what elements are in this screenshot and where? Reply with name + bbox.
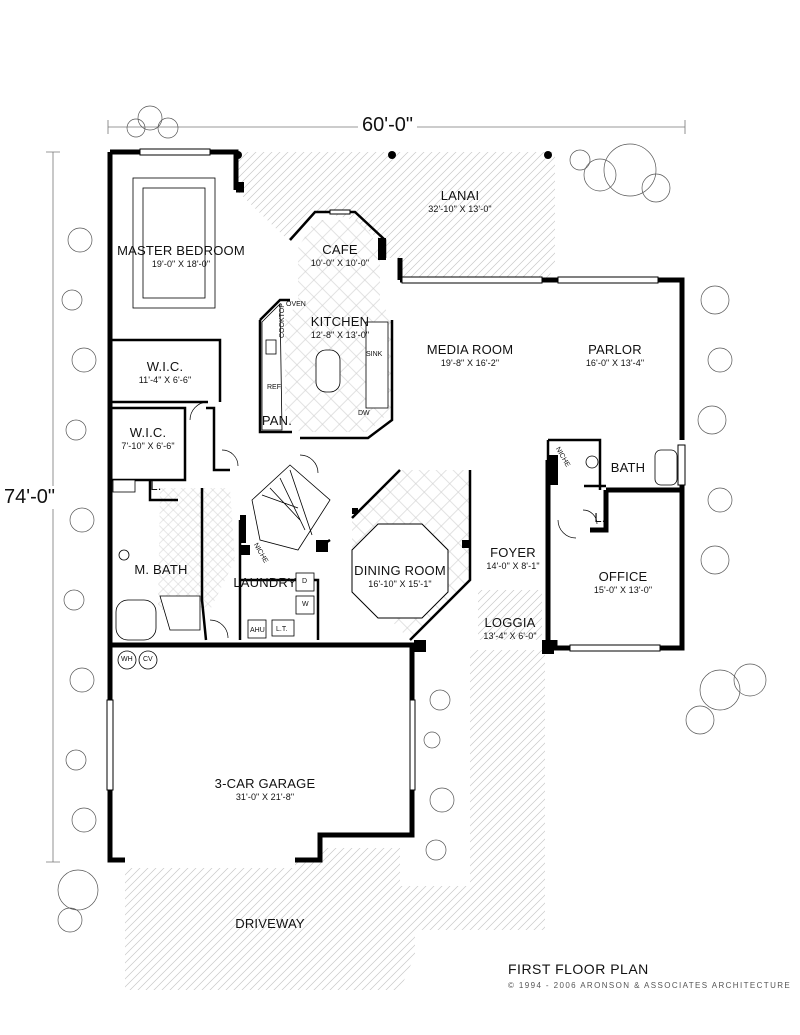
width-dimension: 60'-0" <box>358 114 417 137</box>
room-size: 11'-4" X 6'-6" <box>138 374 192 385</box>
room-name: KITCHEN <box>310 314 370 329</box>
master-bath-fixtures <box>112 479 201 641</box>
room-name: MASTER BEDROOM <box>117 243 245 258</box>
fixture-laundry-tub: L.T. <box>276 626 288 633</box>
kitchen-island <box>315 349 341 393</box>
room-linen-1: L. <box>146 478 166 494</box>
laundry-appliances <box>247 572 315 639</box>
room-name: PARLOR <box>588 342 642 357</box>
room-name: FOYER <box>490 545 536 560</box>
room-parlor: PARLOR 16'-0" X 13'-4" <box>570 342 660 368</box>
room-name: L. <box>150 478 162 493</box>
fixture-cv: CV <box>143 656 153 663</box>
room-office: OFFICE 15'-0" X 13'-0" <box>578 569 668 595</box>
room-name: M. BATH <box>134 562 188 577</box>
dining-table <box>351 523 449 619</box>
fixture-water-heater: WH <box>121 656 133 663</box>
room-name: DINING ROOM <box>354 563 446 578</box>
copyright: © 1994 - 2006 ARONSON & ASSOCIATES ARCHI… <box>508 981 792 990</box>
door-swings <box>189 401 598 639</box>
fixture-ahu: AHU <box>250 627 265 634</box>
room-size: 10'-0" X 10'-0" <box>310 257 370 268</box>
fixture-oven: OVEN <box>286 301 306 308</box>
room-size: 19'-0" X 18'-0" <box>151 258 211 269</box>
windows <box>106 148 686 791</box>
loggia-paving <box>478 590 542 640</box>
room-wic-1: W.I.C. 11'-4" X 6'-6" <box>125 359 205 385</box>
room-size: 13'-4" X 6'-0" <box>483 630 537 641</box>
room-pantry: PAN. <box>261 413 293 429</box>
room-size: 7'-10" X 6'-6" <box>121 440 175 451</box>
depth-dimension: 74'-0" <box>0 486 59 509</box>
bath-tile <box>158 488 235 610</box>
room-linen-2: L. <box>590 510 610 526</box>
fixture-cooktop: COOKTOP <box>279 303 286 338</box>
room-size: 32'-10" X 13'-0" <box>428 203 492 214</box>
bath-fixtures <box>585 449 678 486</box>
room-foyer: FOYER 14'-0" X 8'-1" <box>473 545 553 571</box>
room-media: MEDIA ROOM 19'-8" X 16'-2" <box>420 342 520 368</box>
room-master-bedroom: MASTER BEDROOM 19'-0" X 18'-0" <box>116 243 246 269</box>
driveway-paving <box>125 650 545 990</box>
kitchen-counters <box>261 303 389 431</box>
staircase <box>251 464 331 551</box>
room-size: 15'-0" X 13'-0" <box>593 584 653 595</box>
room-cafe: CAFE 10'-0" X 10'-0" <box>295 242 385 268</box>
fixture-washer: W <box>302 601 309 608</box>
room-kitchen: KITCHEN 12'-8" X 13'-0" <box>300 314 380 340</box>
room-loggia: LOGGIA 13'-4" X 6'-0" <box>470 615 550 641</box>
room-laundry: LAUNDRY <box>230 575 300 591</box>
room-garage: 3-CAR GARAGE 31'-0" X 21'-8" <box>205 776 325 802</box>
room-name: LAUNDRY <box>233 575 297 590</box>
room-size: 16'-10" X 15'-1" <box>368 578 432 589</box>
room-size: 12'-8" X 13'-0" <box>310 329 370 340</box>
room-size: 14'-0" X 8'-1" <box>486 560 540 571</box>
fixture-ref: REF. <box>267 384 283 391</box>
room-name: W.I.C. <box>129 425 167 440</box>
landscaping <box>57 105 767 933</box>
lanai-paving <box>238 152 555 280</box>
garage-utilities <box>117 650 158 670</box>
fixture-niche-1: NICHE <box>251 542 269 565</box>
room-name: LANAI <box>440 188 480 203</box>
fixture-dryer: D <box>302 578 308 585</box>
room-wic-2: W.I.C. 7'-10" X 6'-6" <box>112 425 184 451</box>
fixture-niche-2: NICHE <box>553 446 571 469</box>
fixture-sink: SINK <box>366 351 383 358</box>
room-name: L. <box>594 510 606 525</box>
room-name: W.I.C. <box>146 359 184 374</box>
room-name: PAN. <box>261 413 293 428</box>
room-m-bath: M. BATH <box>126 562 196 578</box>
room-size: 31'-0" X 21'-8" <box>235 791 295 802</box>
room-size: 16'-0" X 13'-4" <box>585 357 645 368</box>
room-bath: BATH <box>608 460 648 476</box>
fixture-dw: DW <box>358 410 370 417</box>
room-name: MEDIA ROOM <box>426 342 514 357</box>
room-dining: DINING ROOM 16'-10" X 15'-1" <box>345 563 455 589</box>
room-name: LOGGIA <box>484 615 536 630</box>
room-size: 19'-8" X 16'-2" <box>440 357 500 368</box>
room-name: OFFICE <box>598 569 648 584</box>
columns <box>352 508 470 548</box>
room-name: BATH <box>610 460 646 475</box>
room-name: 3-CAR GARAGE <box>214 776 316 791</box>
room-name: DRIVEWAY <box>235 916 305 931</box>
master-bed <box>132 177 216 309</box>
room-name: CAFE <box>322 242 358 257</box>
plan-title: FIRST FLOOR PLAN <box>508 961 649 977</box>
wall-stubs <box>234 151 558 654</box>
room-driveway: DRIVEWAY <box>225 916 315 932</box>
room-lanai: LANAI 32'-10" X 13'-0" <box>415 188 505 214</box>
